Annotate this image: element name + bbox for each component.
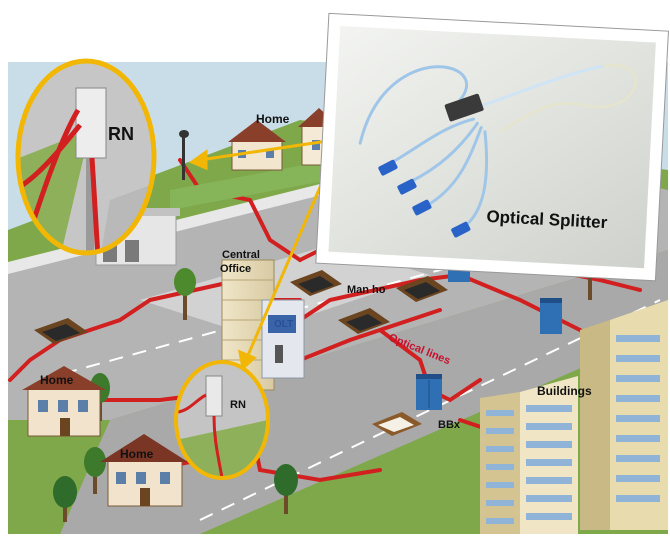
olt-device — [268, 315, 296, 333]
manhole-icon — [338, 308, 390, 334]
bbx-cabinet-icon — [416, 374, 442, 410]
manholes — [34, 270, 448, 436]
rn-small-highlight — [174, 360, 270, 480]
building-left — [480, 376, 578, 534]
manhole-icon — [290, 270, 342, 296]
house-left — [22, 366, 106, 437]
sc-connectors — [378, 159, 471, 238]
manhole-icon — [396, 276, 448, 302]
rn-zoom-label: RN — [108, 124, 134, 144]
rn-small-label: RN — [230, 399, 246, 411]
home-top-label: Home — [256, 112, 290, 126]
manhole-label: Man ho — [347, 284, 386, 296]
central-office-building — [221, 259, 305, 391]
building-right — [580, 300, 668, 530]
splitter-body — [444, 93, 484, 122]
tree-icon — [53, 476, 77, 522]
central-office-label-line2: Office — [220, 263, 251, 275]
tree-icon — [174, 268, 196, 320]
olt-label: OLT — [274, 319, 293, 330]
house-bottom — [100, 434, 188, 507]
bbx-label: BBx — [438, 419, 461, 431]
buildings-label: Buildings — [537, 384, 592, 398]
optical-splitter-card: Optical Splitter — [315, 12, 669, 282]
bbx-cabinet-icon — [540, 298, 562, 334]
house-top — [170, 108, 340, 210]
manhole-icon — [34, 318, 88, 344]
home-left-label: Home — [40, 373, 74, 387]
apartment-buildings — [480, 300, 668, 534]
tree-icon — [84, 447, 106, 494]
rn-small-detail — [176, 362, 268, 478]
tree-icon — [274, 464, 298, 514]
rn-small-tower-icon — [205, 375, 223, 417]
manhole-icon — [372, 412, 422, 436]
rn-tower-icon — [75, 87, 107, 159]
home-bottom-label: Home — [120, 447, 154, 461]
central-office-label: Central — [222, 249, 260, 261]
splitter-fibers — [358, 63, 638, 229]
rn-zoom-highlight — [15, 58, 157, 256]
optical-splitter-photo — [328, 25, 656, 269]
